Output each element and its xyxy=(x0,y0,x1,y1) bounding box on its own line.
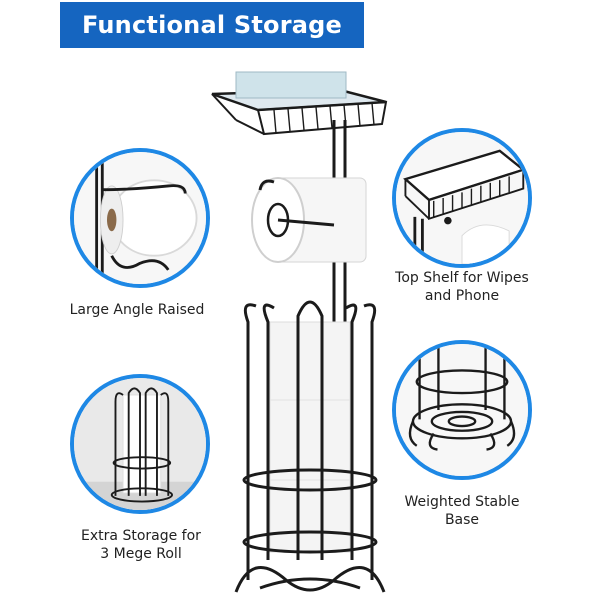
detail-circle-base xyxy=(392,340,532,480)
detail-circle-storage xyxy=(70,374,210,514)
detail-circle-angle xyxy=(70,148,210,288)
caption-shelf-line1: Top Shelf for Wipes xyxy=(395,270,529,286)
caption-angle-line1: Large Angle Raised xyxy=(69,302,205,318)
caption-storage-line1: Extra Storage for xyxy=(81,528,201,544)
caption-shelf: Top Shelf for Wipes and Phone xyxy=(372,269,552,305)
roll-cage-icon xyxy=(74,378,206,510)
wire-shelf-icon xyxy=(396,132,528,264)
caption-storage: Extra Storage for 3 Mege Roll xyxy=(51,527,231,563)
product-image xyxy=(200,60,390,600)
caption-base-line2: Base xyxy=(444,512,480,528)
banner-title: Functional Storage xyxy=(82,11,342,39)
caption-base-line1: Weighted Stable xyxy=(404,494,520,510)
detail-circle-shelf xyxy=(392,128,532,268)
caption-base: Weighted Stable Base xyxy=(372,493,552,529)
weighted-base-icon xyxy=(396,344,528,476)
feature-banner: Functional Storage xyxy=(60,2,364,48)
caption-storage-line2: 3 Mege Roll xyxy=(100,546,182,562)
caption-shelf-line2: and Phone xyxy=(424,288,500,304)
toilet-paper-stand-icon xyxy=(211,71,388,593)
toilet-roll-arm-icon xyxy=(74,152,206,284)
caption-angle: Large Angle Raised xyxy=(47,301,227,319)
